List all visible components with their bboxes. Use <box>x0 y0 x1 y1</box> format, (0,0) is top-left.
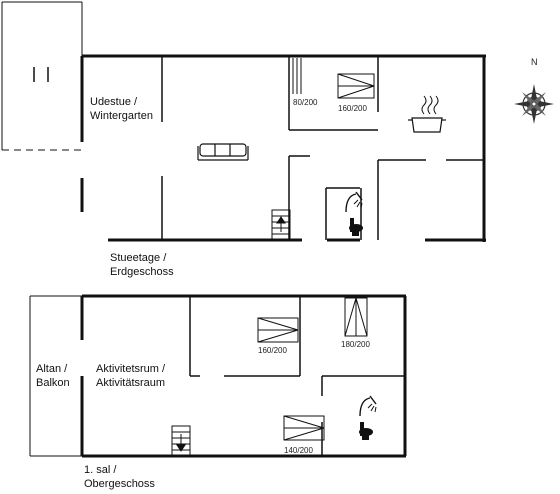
room-label-udestue: Udestue / <box>90 96 138 108</box>
shower-icon <box>359 395 377 417</box>
double-bed <box>283 415 325 441</box>
ground-stairs <box>271 209 291 241</box>
floor-name-first: 1. sal / <box>84 464 117 476</box>
floor-name-first-de: Obergeschoss <box>84 478 155 490</box>
sofa-icon <box>197 143 249 161</box>
floor-name-ground-de: Erdgeschoss <box>110 266 174 278</box>
room-label-balkon: Balkon <box>36 377 70 389</box>
floor-name-ground: Stueetage / <box>110 252 167 264</box>
room-label-wintergarten: Wintergarten <box>90 110 153 122</box>
bed-size-label: 140/200 <box>284 446 313 455</box>
toilet-icon <box>349 218 363 236</box>
cooking-pot-icon <box>408 95 446 133</box>
bed-size-label: 160/200 <box>338 104 367 113</box>
double-bed <box>257 317 299 343</box>
room-label-aktivitetsrum: Aktivitetsrum / <box>96 363 166 375</box>
first-stairs <box>171 425 191 457</box>
single-bed <box>292 58 302 94</box>
first-floor <box>29 294 407 458</box>
ground-interior-walls <box>161 56 484 240</box>
compass-rose-icon <box>514 84 554 124</box>
ground-outer-walls <box>80 54 486 242</box>
compass-north-label: N <box>531 57 538 67</box>
double-bed <box>344 297 368 337</box>
terrace <box>1 1 83 151</box>
bed-size-label: 180/200 <box>341 340 370 349</box>
double-bed <box>337 73 375 99</box>
shower-icon <box>345 191 363 213</box>
ground-floor <box>1 1 486 242</box>
balcony <box>29 295 82 457</box>
room-label-aktivitaetsraum: Aktivitätsraum <box>96 377 166 389</box>
room-label-altan: Altan / <box>36 363 68 375</box>
toilet-icon <box>359 422 373 440</box>
bed-size-label: 80/200 <box>293 98 318 107</box>
bed-size-label: 160/200 <box>258 346 287 355</box>
